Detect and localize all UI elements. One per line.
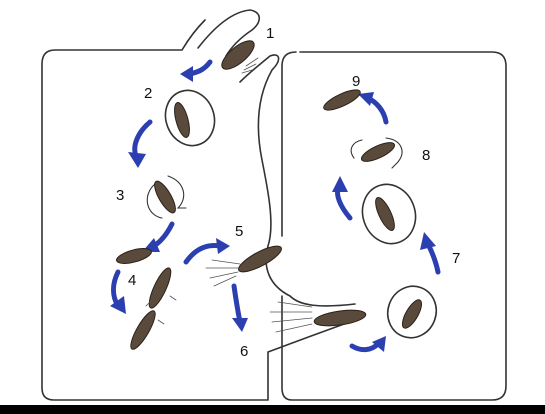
label-5: 5 xyxy=(235,223,243,240)
arrow-8-to-9 xyxy=(358,92,386,122)
label-7: 7 xyxy=(452,250,460,267)
label-9: 9 xyxy=(352,73,360,90)
stage-7-vacuole-entry xyxy=(381,279,444,344)
stage-8-lysed-vacuole xyxy=(351,138,402,168)
arrow-4-to-5 xyxy=(186,238,230,262)
stage-3-lysed-vacuole xyxy=(147,176,186,218)
arrow-1-to-2 xyxy=(180,62,210,82)
arrow-2-to-3 xyxy=(128,122,150,168)
arrow-6-to-7 xyxy=(352,336,386,352)
bottom-border-bar xyxy=(0,405,545,414)
arrow-5-to-6 xyxy=(232,286,248,332)
stage-2-vacuole xyxy=(158,83,222,152)
label-2: 2 xyxy=(144,85,152,102)
stage-7b-vacuole xyxy=(354,177,423,251)
label-6: 6 xyxy=(240,343,248,360)
stage-9-parasite xyxy=(321,86,362,114)
label-8: 8 xyxy=(422,147,430,164)
arrow-4-loop xyxy=(110,272,126,314)
arrow-to-8 xyxy=(332,176,350,218)
label-1: 1 xyxy=(266,25,274,42)
label-4: 4 xyxy=(128,272,136,289)
arrow-3-to-4 xyxy=(142,224,172,252)
label-3: 3 xyxy=(116,187,124,204)
left-host-cell-outline xyxy=(42,10,355,400)
arrow-7-up xyxy=(420,232,438,272)
